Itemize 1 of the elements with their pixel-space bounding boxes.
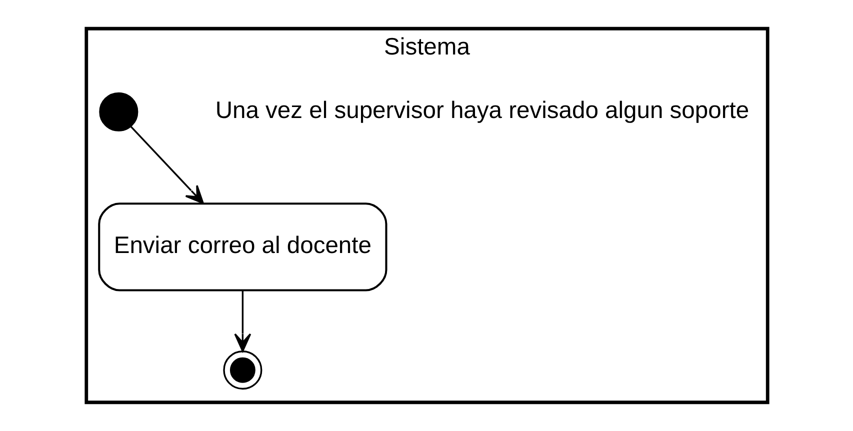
label: Una vez el supervisor haya revisado algun soporte: [214, 97, 749, 124]
